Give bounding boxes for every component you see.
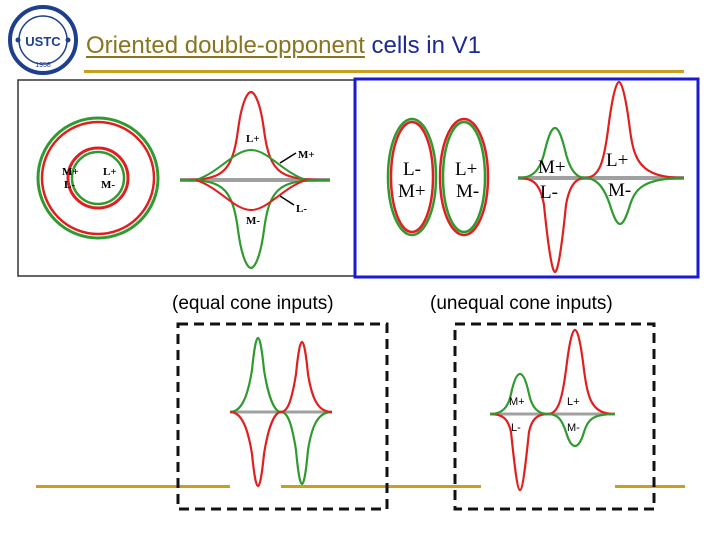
- bottom-label-l-minus: L-: [511, 422, 521, 434]
- ring-label-l-plus: L+: [103, 166, 117, 178]
- unequal-bottom-red-curve: [489, 328, 616, 492]
- curve-label-l-minus: L-: [296, 203, 307, 215]
- ustc-logo: USTC 1958: [8, 5, 78, 75]
- logo-text: USTC: [25, 34, 61, 49]
- bottom-rule-2: [281, 485, 481, 488]
- slide-title: Oriented double-opponent cells in V1: [86, 32, 481, 60]
- ellipse-label-l-minus: L-: [403, 159, 421, 180]
- top-diagram: M+ L- L+ M- L+ M+ L- M- L- M+ L+ M- M+ L…: [17, 77, 700, 279]
- ring-label-m-plus: M+: [62, 166, 79, 178]
- bottom-rule-3: [615, 485, 685, 488]
- ellipse-label-m-minus: M-: [456, 181, 479, 202]
- unequal-bottom-green-curve: [489, 372, 616, 448]
- curve-label-m-plus: M+: [298, 149, 315, 161]
- unequal-label-m-plus: M+: [538, 157, 566, 178]
- bottom-label-m-minus: M-: [567, 422, 580, 434]
- bottom-label-m-plus: M+: [509, 396, 525, 408]
- ring-label-m-minus: M-: [101, 179, 115, 191]
- curve-label-m-minus: M-: [246, 215, 260, 227]
- unequal-label-l-minus: L-: [540, 182, 558, 203]
- bottom-rule-1: [36, 485, 230, 488]
- ellipse-label-l-plus: L+: [455, 159, 477, 180]
- unequal-label-m-minus: M-: [608, 180, 631, 201]
- caption-unequal-cone-inputs: (unequal cone inputs): [430, 293, 613, 314]
- title-underlined: Oriented double-opponent: [86, 32, 365, 59]
- l-surround-curve: [195, 179, 307, 212]
- caption-equal-cone-inputs: (equal cone inputs): [172, 293, 334, 314]
- l-cone-curve: [179, 90, 331, 182]
- concentric-receptive-field: [36, 116, 160, 240]
- equal-dashed-box: [176, 322, 389, 511]
- curve-label-l-plus: L+: [246, 133, 260, 145]
- unequal-label-l-plus: L+: [606, 150, 628, 171]
- unequal-dashed-box: [453, 322, 656, 511]
- elongated-receptive-field: [386, 117, 490, 237]
- bottom-label-l-plus: L+: [567, 396, 580, 408]
- m-cone-curve: [179, 178, 331, 270]
- equal-red-curve: [229, 340, 333, 488]
- title-underline-rule: [84, 70, 684, 73]
- m-surround-curve: [195, 148, 307, 181]
- logo-year: 1958: [35, 62, 51, 69]
- ellipse-label-m-plus: M+: [398, 181, 426, 202]
- bottom-diagrams: M+ L- L+ M-: [176, 322, 656, 511]
- unequal-m-curve: [517, 126, 685, 226]
- ring-label-l-minus: L-: [64, 179, 75, 191]
- title-rest: cells in V1: [364, 32, 481, 59]
